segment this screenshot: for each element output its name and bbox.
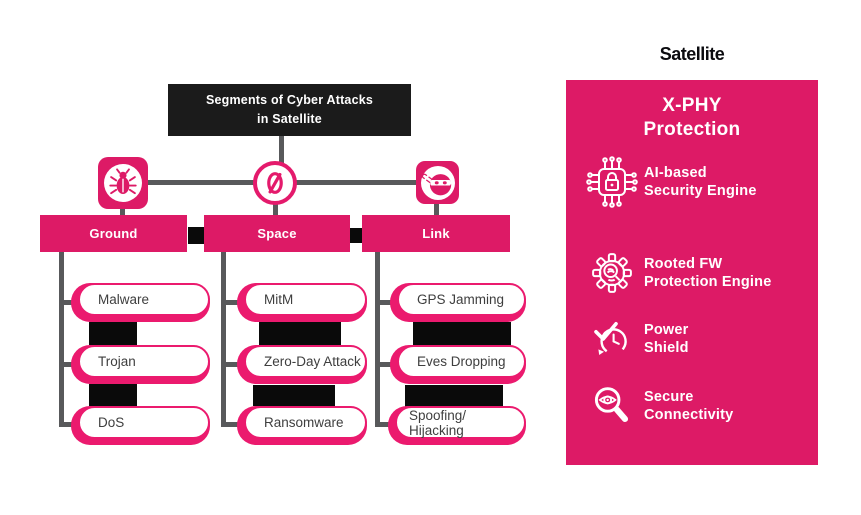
link-branch-line — [375, 252, 380, 427]
space-tick-2 — [221, 362, 238, 367]
panel-title: X-PHY Protection — [643, 95, 741, 140]
feature-secure-connectivity: Secure Connectivity — [580, 380, 808, 432]
attack-node-eves-dropping: Eves Dropping — [390, 345, 526, 384]
attack-node-mitm: MitM — [237, 283, 367, 322]
black-block-link-2 — [405, 385, 503, 407]
attack-node-ransomware: Ransomware — [237, 406, 367, 445]
attack-node-dos: DoS — [71, 406, 210, 445]
xphy-protection-panel: X-PHY Protection — [566, 80, 818, 465]
ground-tick-3 — [59, 422, 74, 427]
attack-node-spoofing-hijacking: Spoofing/ Hijacking — [388, 406, 526, 445]
ninja-icon — [416, 161, 459, 204]
black-connector-ground-space — [188, 227, 204, 244]
feature-label: Secure Connectivity — [644, 388, 734, 423]
prohibition-icon — [253, 161, 297, 205]
link-tick-2 — [375, 362, 392, 367]
ground-tick-2 — [59, 362, 74, 367]
attack-label: Trojan — [98, 354, 136, 369]
feature-ai-security-engine: AI-based Security Engine — [580, 152, 808, 212]
bug-icon — [98, 157, 148, 209]
link-bar: Link — [362, 215, 510, 252]
attack-node-gps-jamming: GPS Jamming — [390, 283, 526, 322]
attack-label: Spoofing/ Hijacking — [409, 407, 467, 438]
space-branch-line — [221, 252, 226, 427]
attack-label: DoS — [98, 415, 125, 430]
attack-node-trojan: Trojan — [71, 345, 210, 384]
black-block-ground-1 — [89, 322, 137, 345]
attack-label: Ransomware — [264, 415, 344, 430]
connector-ninja-to-link — [434, 199, 439, 216]
connector-hub-to-space — [273, 199, 278, 216]
attack-node-malware: Malware — [71, 283, 210, 322]
link-tick-3 — [375, 422, 392, 427]
clock-refresh-icon — [580, 315, 644, 363]
feature-power-shield: Power Shield — [580, 315, 808, 363]
feature-rooted-fw-engine: Rooted FW Protection Engine — [580, 246, 808, 300]
link-tick-1 — [375, 300, 392, 305]
attack-label: Zero-Day Attack — [264, 354, 361, 369]
satellite-title: Satellite — [659, 44, 725, 64]
gear-fingerprint-icon — [580, 246, 644, 300]
feature-label: Power Shield — [644, 321, 689, 356]
feature-label: AI-based Security Engine — [644, 164, 757, 199]
black-block-space-1 — [259, 322, 341, 345]
connector-bug-to-ground — [120, 204, 125, 216]
black-connector-space-link — [350, 228, 362, 243]
attack-label: GPS Jamming — [417, 292, 505, 307]
diagram-title-box: Segments of Cyber Attacks in Satellite — [168, 84, 411, 136]
ground-tick-1 — [59, 300, 74, 305]
space-bar: Space — [204, 215, 350, 252]
black-block-link-1 — [413, 322, 511, 346]
attack-node-zero-day: Zero-Day Attack — [237, 345, 367, 384]
attack-label: Malware — [98, 292, 150, 307]
connector-header-to-hub — [279, 136, 284, 165]
black-block-space-2 — [253, 385, 335, 406]
black-block-ground-2 — [89, 384, 137, 406]
space-tick-3 — [221, 422, 238, 427]
magnifier-eye-icon — [580, 380, 644, 432]
chip-lock-icon — [580, 152, 644, 212]
feature-label: Rooted FW Protection Engine — [644, 255, 772, 290]
ground-branch-line — [59, 252, 64, 427]
attack-label: MitM — [264, 292, 294, 307]
space-tick-1 — [221, 300, 238, 305]
ground-bar: Ground — [40, 215, 187, 252]
attack-label: Eves Dropping — [417, 354, 506, 369]
